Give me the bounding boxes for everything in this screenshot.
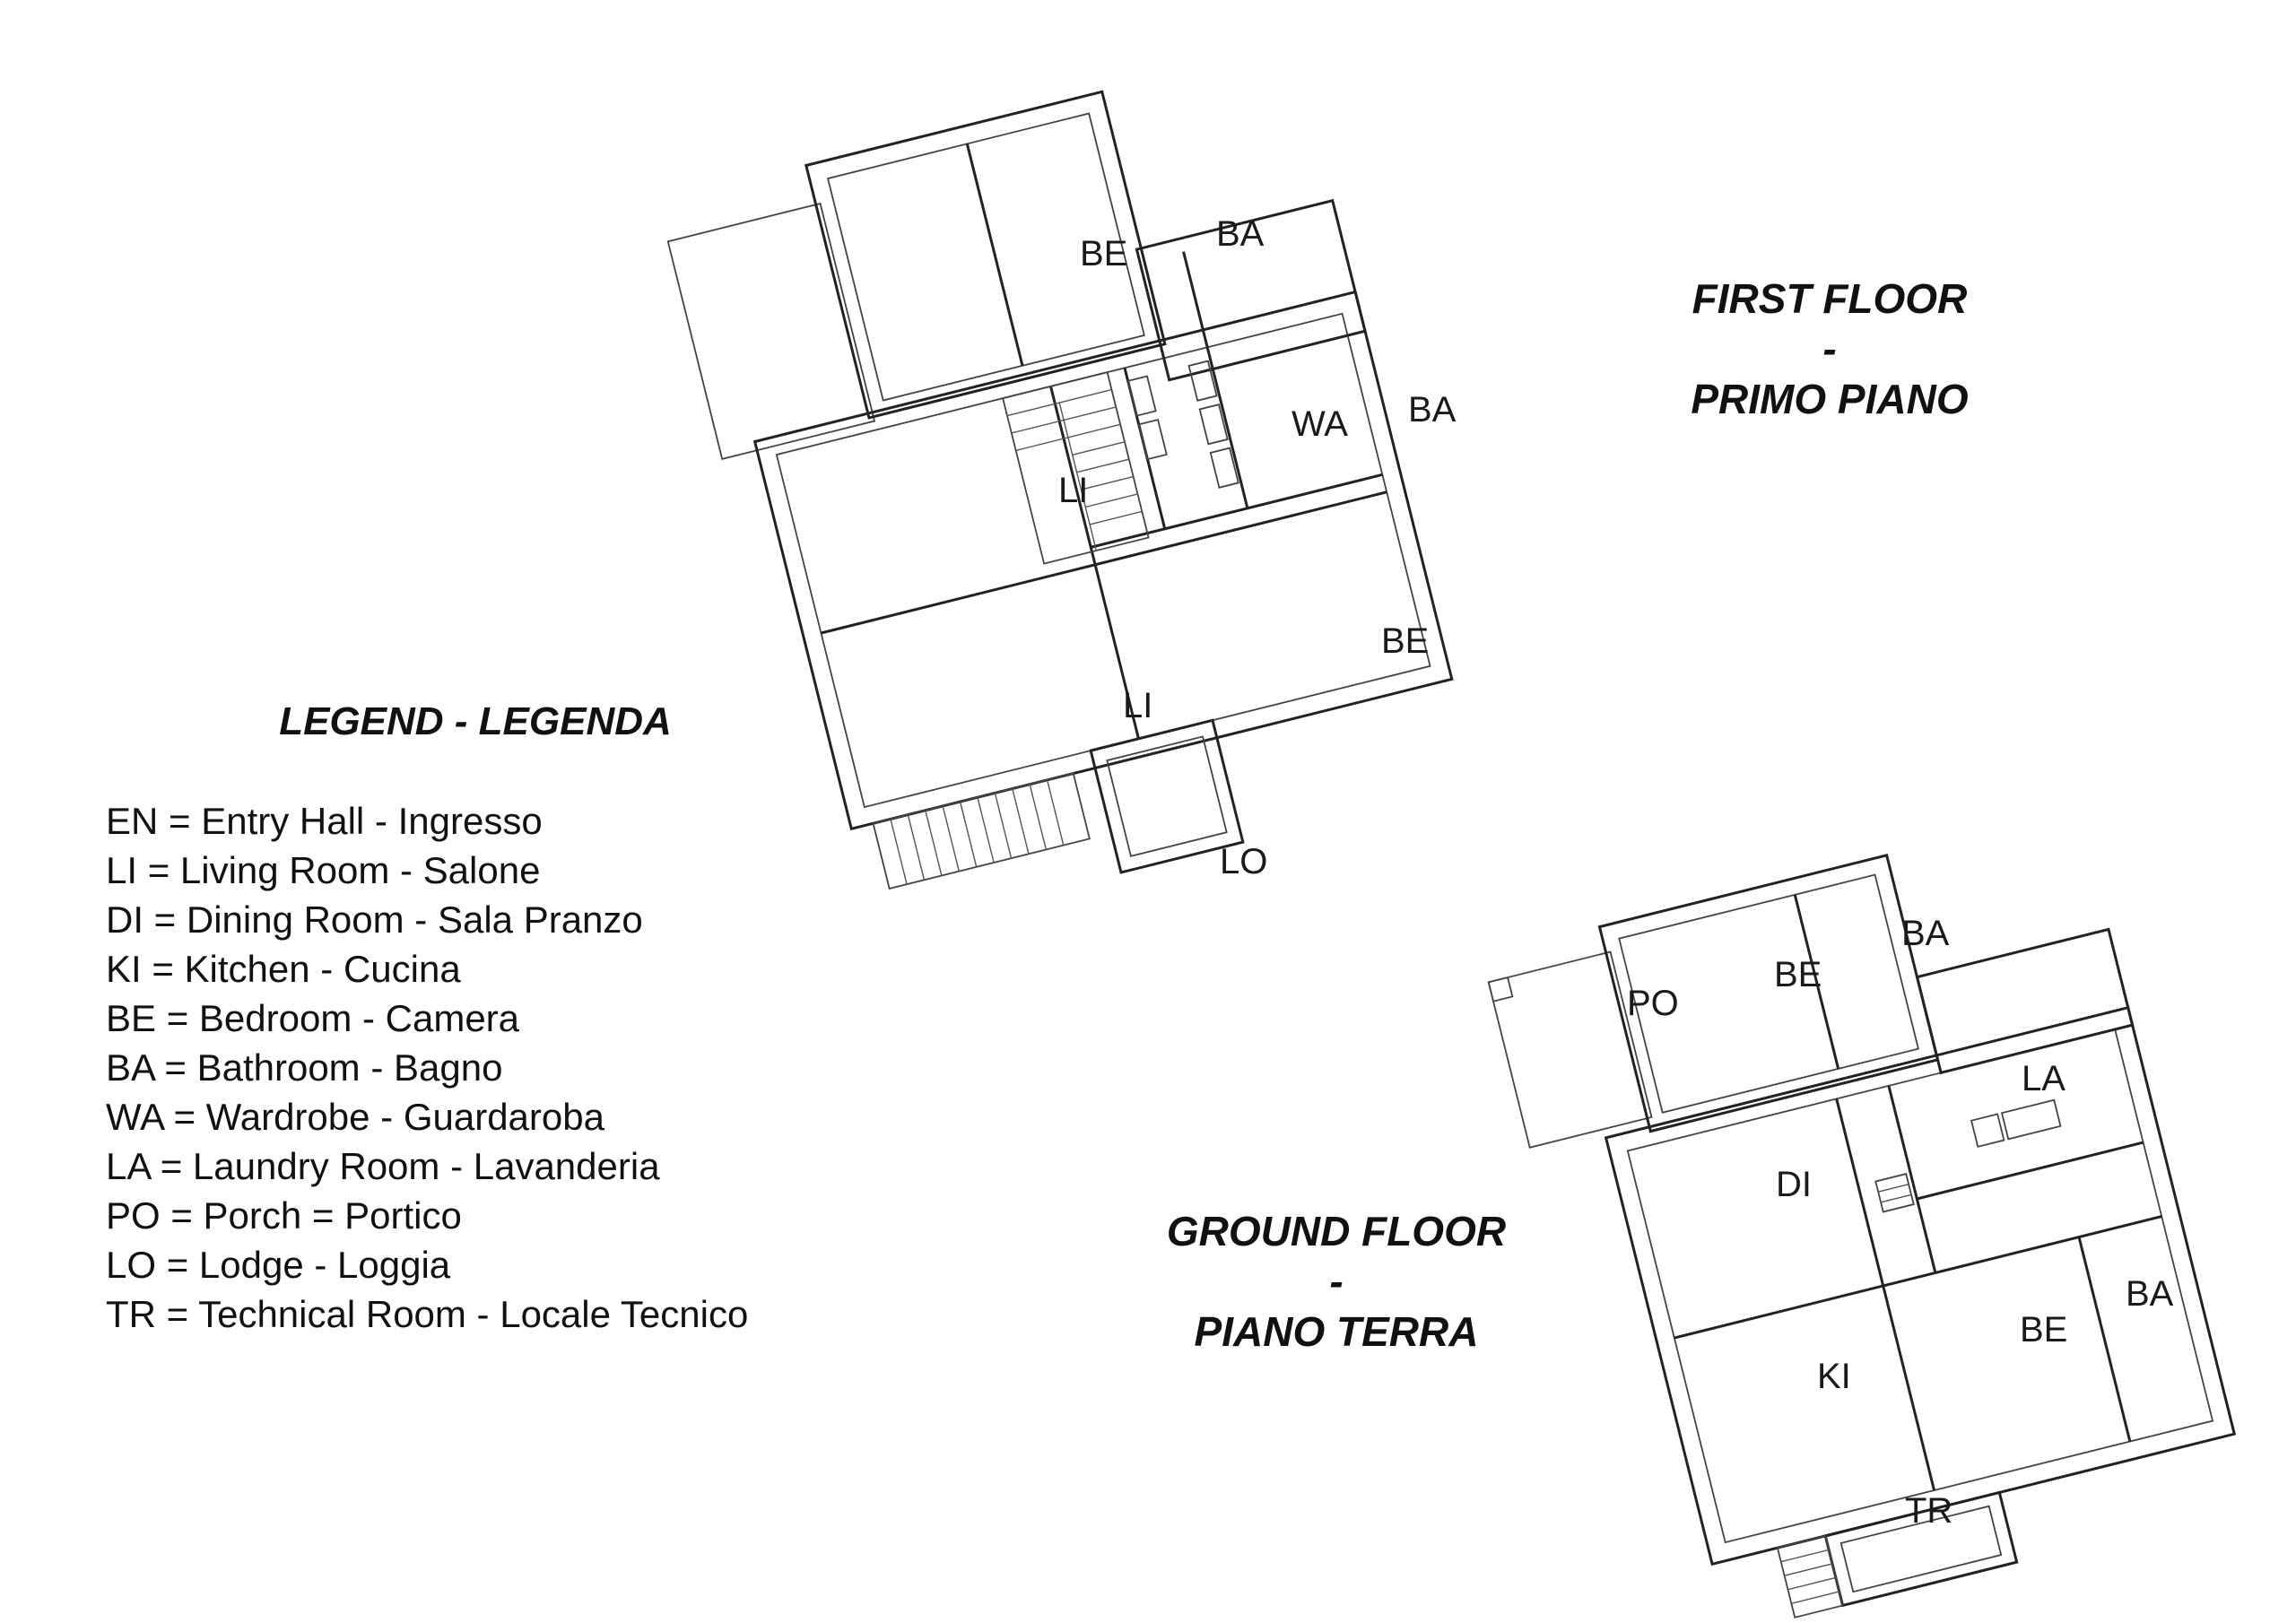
ground-floor-heading: GROUND FLOOR - PIANO TERRA	[1103, 1206, 1570, 1357]
room-label-bathroom: BA	[1408, 390, 1457, 430]
ground-floor-exterior-stair	[1776, 1534, 1844, 1619]
room-label-technical-room: TR	[1905, 1491, 1952, 1531]
room-label-living-room: LI	[1058, 471, 1088, 510]
room-label-dining-room: DI	[1776, 1165, 1812, 1204]
legend-item: TR = Technical Room - Locale Tecnico	[106, 1293, 749, 1335]
room-label-bathroom: BA	[2126, 1274, 2174, 1314]
legend-item: EN = Entry Hall - Ingresso	[106, 800, 543, 842]
ground-floor-title-sep: -	[1329, 1258, 1344, 1305]
ground-floor-walls	[1487, 853, 2237, 1608]
room-label-kitchen: KI	[1817, 1357, 1851, 1396]
room-label-laundry-room: LA	[2022, 1059, 2066, 1098]
first-floor-title-it: PRIMO PIANO	[1691, 376, 1969, 422]
room-label-bedroom: BE	[1381, 621, 1429, 661]
room-label-porch: PO	[1627, 984, 1679, 1023]
legend-title: LEGEND - LEGENDA	[279, 699, 672, 743]
legend-item: WA = Wardrobe - Guardaroba	[106, 1096, 604, 1138]
first-floor-title-en: FIRST FLOOR	[1692, 275, 1968, 322]
room-label-bedroom: BE	[1774, 955, 1822, 994]
ground-floor-room-labels: PO BE BA LA DI BA BE KI TR	[1627, 914, 2174, 1531]
legend-item: DI = Dining Room - Sala Pranzo	[106, 898, 643, 941]
room-label-bedroom: BE	[2020, 1310, 2067, 1350]
first-floor-staircase	[1002, 371, 1150, 565]
legend-item: LI = Living Room - Salone	[106, 849, 541, 891]
room-label-living-room: LI	[1123, 686, 1152, 725]
ground-floor-plan	[1487, 853, 2237, 1619]
first-floor-wardrobe-cabinets	[1126, 360, 1239, 489]
first-floor-exterior-stair	[872, 772, 1091, 890]
legend-item: LO = Lodge - Loggia	[106, 1244, 451, 1286]
first-floor-plan	[666, 90, 1454, 890]
legend-list: EN = Entry Hall - Ingresso LI = Living R…	[106, 796, 748, 1339]
legend-item: LA = Laundry Room - Lavanderia	[106, 1145, 660, 1187]
first-floor-title-sep: -	[1822, 325, 1837, 372]
room-label-bedroom: BE	[1080, 234, 1127, 273]
legend-item: KI = Kitchen - Cucina	[106, 948, 461, 990]
legend-item: BA = Bathroom - Bagno	[106, 1046, 503, 1089]
room-label-bathroom: BA	[1216, 214, 1265, 254]
room-label-lodge: LO	[1220, 842, 1267, 881]
ground-floor-title-en: GROUND FLOOR	[1166, 1208, 1507, 1254]
room-label-bathroom: BA	[1901, 914, 1950, 953]
legend-item: PO = Porch = Portico	[106, 1194, 462, 1237]
ground-floor-title-it: PIANO TERRA	[1194, 1308, 1479, 1355]
legend-item: BE = Bedroom - Camera	[106, 997, 520, 1039]
room-label-wardrobe: WA	[1292, 404, 1348, 444]
first-floor-room-labels: BE BA WA BA LI LI BE LO	[1058, 214, 1457, 881]
first-floor-heading: FIRST FLOOR - PRIMO PIANO	[1596, 273, 2063, 424]
